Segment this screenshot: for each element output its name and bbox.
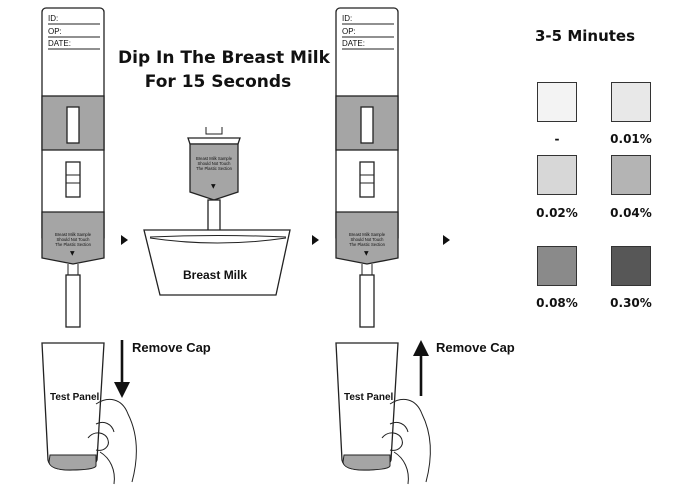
hand-2 (381, 398, 431, 485)
test-panel-cap-1 (41, 342, 105, 471)
warning-text-1: Breast Milk Sample Should Not Touch The … (54, 232, 92, 247)
op-field-label-2: OP: (342, 27, 356, 36)
swatch-label-0-01: 0.01% (610, 132, 652, 146)
remove-cap-label-1: Remove Cap (132, 340, 211, 355)
warning-text-2: Breast Milk Sample Should Not Touch The … (348, 232, 386, 247)
step-arrow-icon-3 (443, 235, 450, 245)
arrow-down-icon (114, 340, 130, 398)
swatch-label-negative: - (554, 132, 560, 146)
swatch-label-0-08: 0.08% (536, 296, 578, 310)
small-arrow-down-icon-1: ▼ (70, 250, 75, 257)
swatch-0-02 (537, 155, 577, 195)
test-panel-label-2: Test Panel (344, 392, 394, 403)
small-arrow-down-icon-2: ▼ (211, 183, 216, 190)
id-field-label-2: ID: (342, 14, 353, 23)
swatch-negative (537, 82, 577, 122)
breast-milk-label: Breast Milk (183, 268, 248, 282)
op-field-label-1: OP: (48, 27, 62, 36)
wait-time-title: 3-5 Minutes (535, 27, 636, 45)
id-field-label-1: ID: (48, 14, 59, 23)
step-arrow-icon-2 (312, 235, 319, 245)
step-arrow-icon-1 (121, 235, 128, 245)
dip-title-line-1: Dip In The Breast Milk (118, 48, 330, 68)
hand-1 (87, 398, 137, 485)
swatch-label-0-02: 0.02% (536, 206, 578, 220)
test-panel-cap-2 (335, 342, 399, 471)
arrow-up-icon (413, 340, 429, 396)
test-panel-label-1: Test Panel (50, 392, 100, 403)
test-device-2 (335, 7, 399, 328)
swatch-label-0-30: 0.30% (610, 296, 652, 310)
remove-cap-label-2: Remove Cap (436, 340, 515, 355)
milk-cup (143, 229, 291, 296)
date-field-label-1: DATE: (48, 39, 71, 48)
swatch-0-30 (611, 246, 651, 286)
swatch-label-0-04: 0.04% (610, 206, 652, 220)
warning-text-dip: Breast Milk Sample Should Not Touch The … (195, 156, 233, 171)
dip-instruction-title: Dip In The Breast Milk For 15 Seconds (118, 46, 330, 94)
test-device-1 (41, 7, 105, 328)
swatch-0-01 (611, 82, 651, 122)
small-arrow-down-icon-3: ▼ (364, 250, 369, 257)
swatch-0-08 (537, 246, 577, 286)
dip-title-line-2: For 15 Seconds (144, 72, 292, 92)
swatch-0-04 (611, 155, 651, 195)
date-field-label-2: DATE: (342, 39, 365, 48)
